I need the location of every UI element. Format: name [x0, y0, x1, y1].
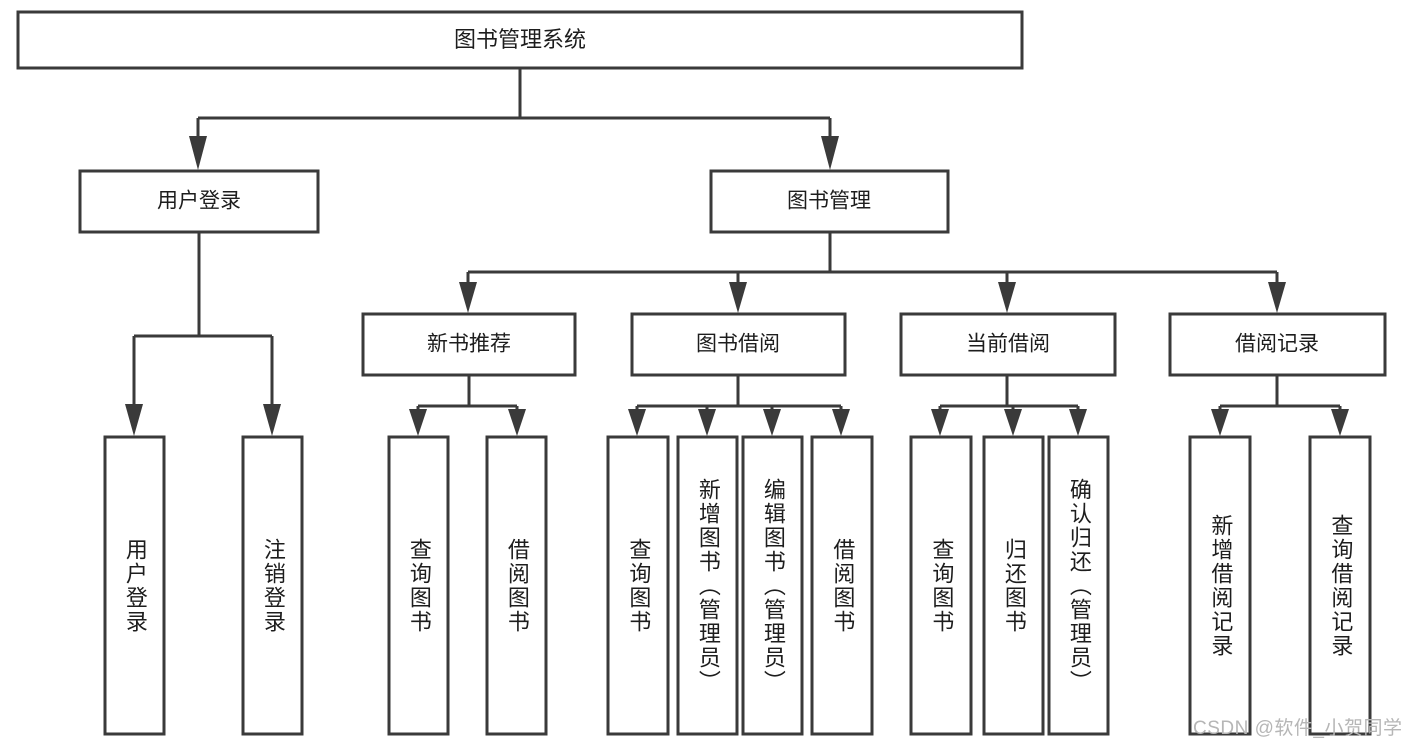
arrow-to-user-login [189, 136, 207, 170]
arrow-to-leaf-add-book [698, 409, 716, 436]
arrow-to-leaf-edit-book [763, 409, 781, 436]
leaf-box-user-login[interactable] [103, 435, 166, 736]
node-root[interactable]: 图书管理系统 [16, 10, 1024, 70]
connector-group-book-borrow [628, 375, 850, 436]
arrow-to-book-borrow [729, 282, 747, 313]
node-book-manage[interactable]: 图书管理 [709, 169, 950, 234]
leaf-box-confirm-return[interactable] [1047, 435, 1110, 736]
node-current-borrow[interactable]: 当前借阅 [899, 312, 1117, 377]
leaf-box-add-book[interactable] [676, 435, 739, 736]
node-new-book-recommend[interactable]: 新书推荐 [361, 312, 577, 377]
arrow-to-leaf-user-login [125, 404, 143, 436]
connector-group-root [189, 68, 839, 170]
arrow-to-new-book-recommend [459, 282, 477, 313]
connector-group-new-book-recommend [409, 375, 526, 436]
node-book-borrow-box[interactable] [630, 312, 847, 377]
node-book-manage-label: 图书管理 [787, 190, 871, 213]
arrow-to-book-manage [821, 136, 839, 170]
node-borrow-record-box[interactable] [1168, 312, 1387, 377]
node-user-login-label: 用户登录 [157, 190, 241, 213]
leaf-box-query-book-2[interactable] [606, 435, 670, 736]
watermark-text: CSDN @软件_小贺同学 [1193, 718, 1403, 739]
node-borrow-record-label: 借阅记录 [1235, 333, 1319, 356]
node-root-label: 图书管理系统 [454, 27, 586, 52]
arrow-to-leaf-return-book [1004, 409, 1022, 436]
arrow-to-leaf-query-record [1331, 409, 1349, 436]
node-book-borrow[interactable]: 图书借阅 [630, 312, 847, 377]
node-book-borrow-label: 图书借阅 [696, 333, 780, 356]
leaf-box-group [103, 435, 1372, 736]
node-new-book-recommend-box[interactable] [361, 312, 577, 377]
leaf-box-borrow-book-2[interactable] [810, 435, 874, 736]
arrow-to-leaf-borrow-book-2 [832, 409, 850, 436]
connector-group-book-manage [459, 232, 1286, 313]
arrow-to-leaf-query-book-1 [409, 409, 427, 436]
node-book-manage-box[interactable] [709, 169, 950, 234]
node-root-box[interactable] [16, 10, 1024, 70]
leaf-box-query-book-1[interactable] [387, 435, 450, 736]
connector-group-user-login [125, 232, 281, 436]
arrow-to-leaf-query-book-2 [628, 409, 646, 436]
leaf-box-borrow-book-1[interactable] [485, 435, 548, 736]
node-current-borrow-box[interactable] [899, 312, 1117, 377]
leaf-box-logout[interactable] [241, 435, 304, 736]
arrow-to-leaf-confirm-return [1069, 409, 1087, 436]
arrow-to-borrow-record [1268, 282, 1286, 313]
node-new-book-recommend-label: 新书推荐 [427, 333, 511, 356]
node-current-borrow-label: 当前借阅 [966, 333, 1050, 356]
arrow-to-leaf-borrow-book-1 [508, 409, 526, 436]
connector-group-borrow-record [1211, 375, 1349, 436]
arrow-to-leaf-logout [263, 404, 281, 436]
node-user-login-box[interactable] [78, 169, 320, 234]
arrow-to-current-borrow [998, 282, 1016, 313]
leaf-box-return-book[interactable] [982, 435, 1045, 736]
arrow-to-leaf-query-book-3 [931, 409, 949, 436]
arrow-to-leaf-add-record [1211, 409, 1229, 436]
leaf-box-edit-book[interactable] [741, 435, 804, 736]
leaf-box-add-record[interactable] [1188, 435, 1252, 736]
node-borrow-record[interactable]: 借阅记录 [1168, 312, 1387, 377]
leaf-box-query-book-3[interactable] [909, 435, 973, 736]
connector-group-current-borrow [931, 375, 1087, 436]
node-user-login[interactable]: 用户登录 [78, 169, 320, 234]
leaf-box-query-record[interactable] [1308, 435, 1372, 736]
